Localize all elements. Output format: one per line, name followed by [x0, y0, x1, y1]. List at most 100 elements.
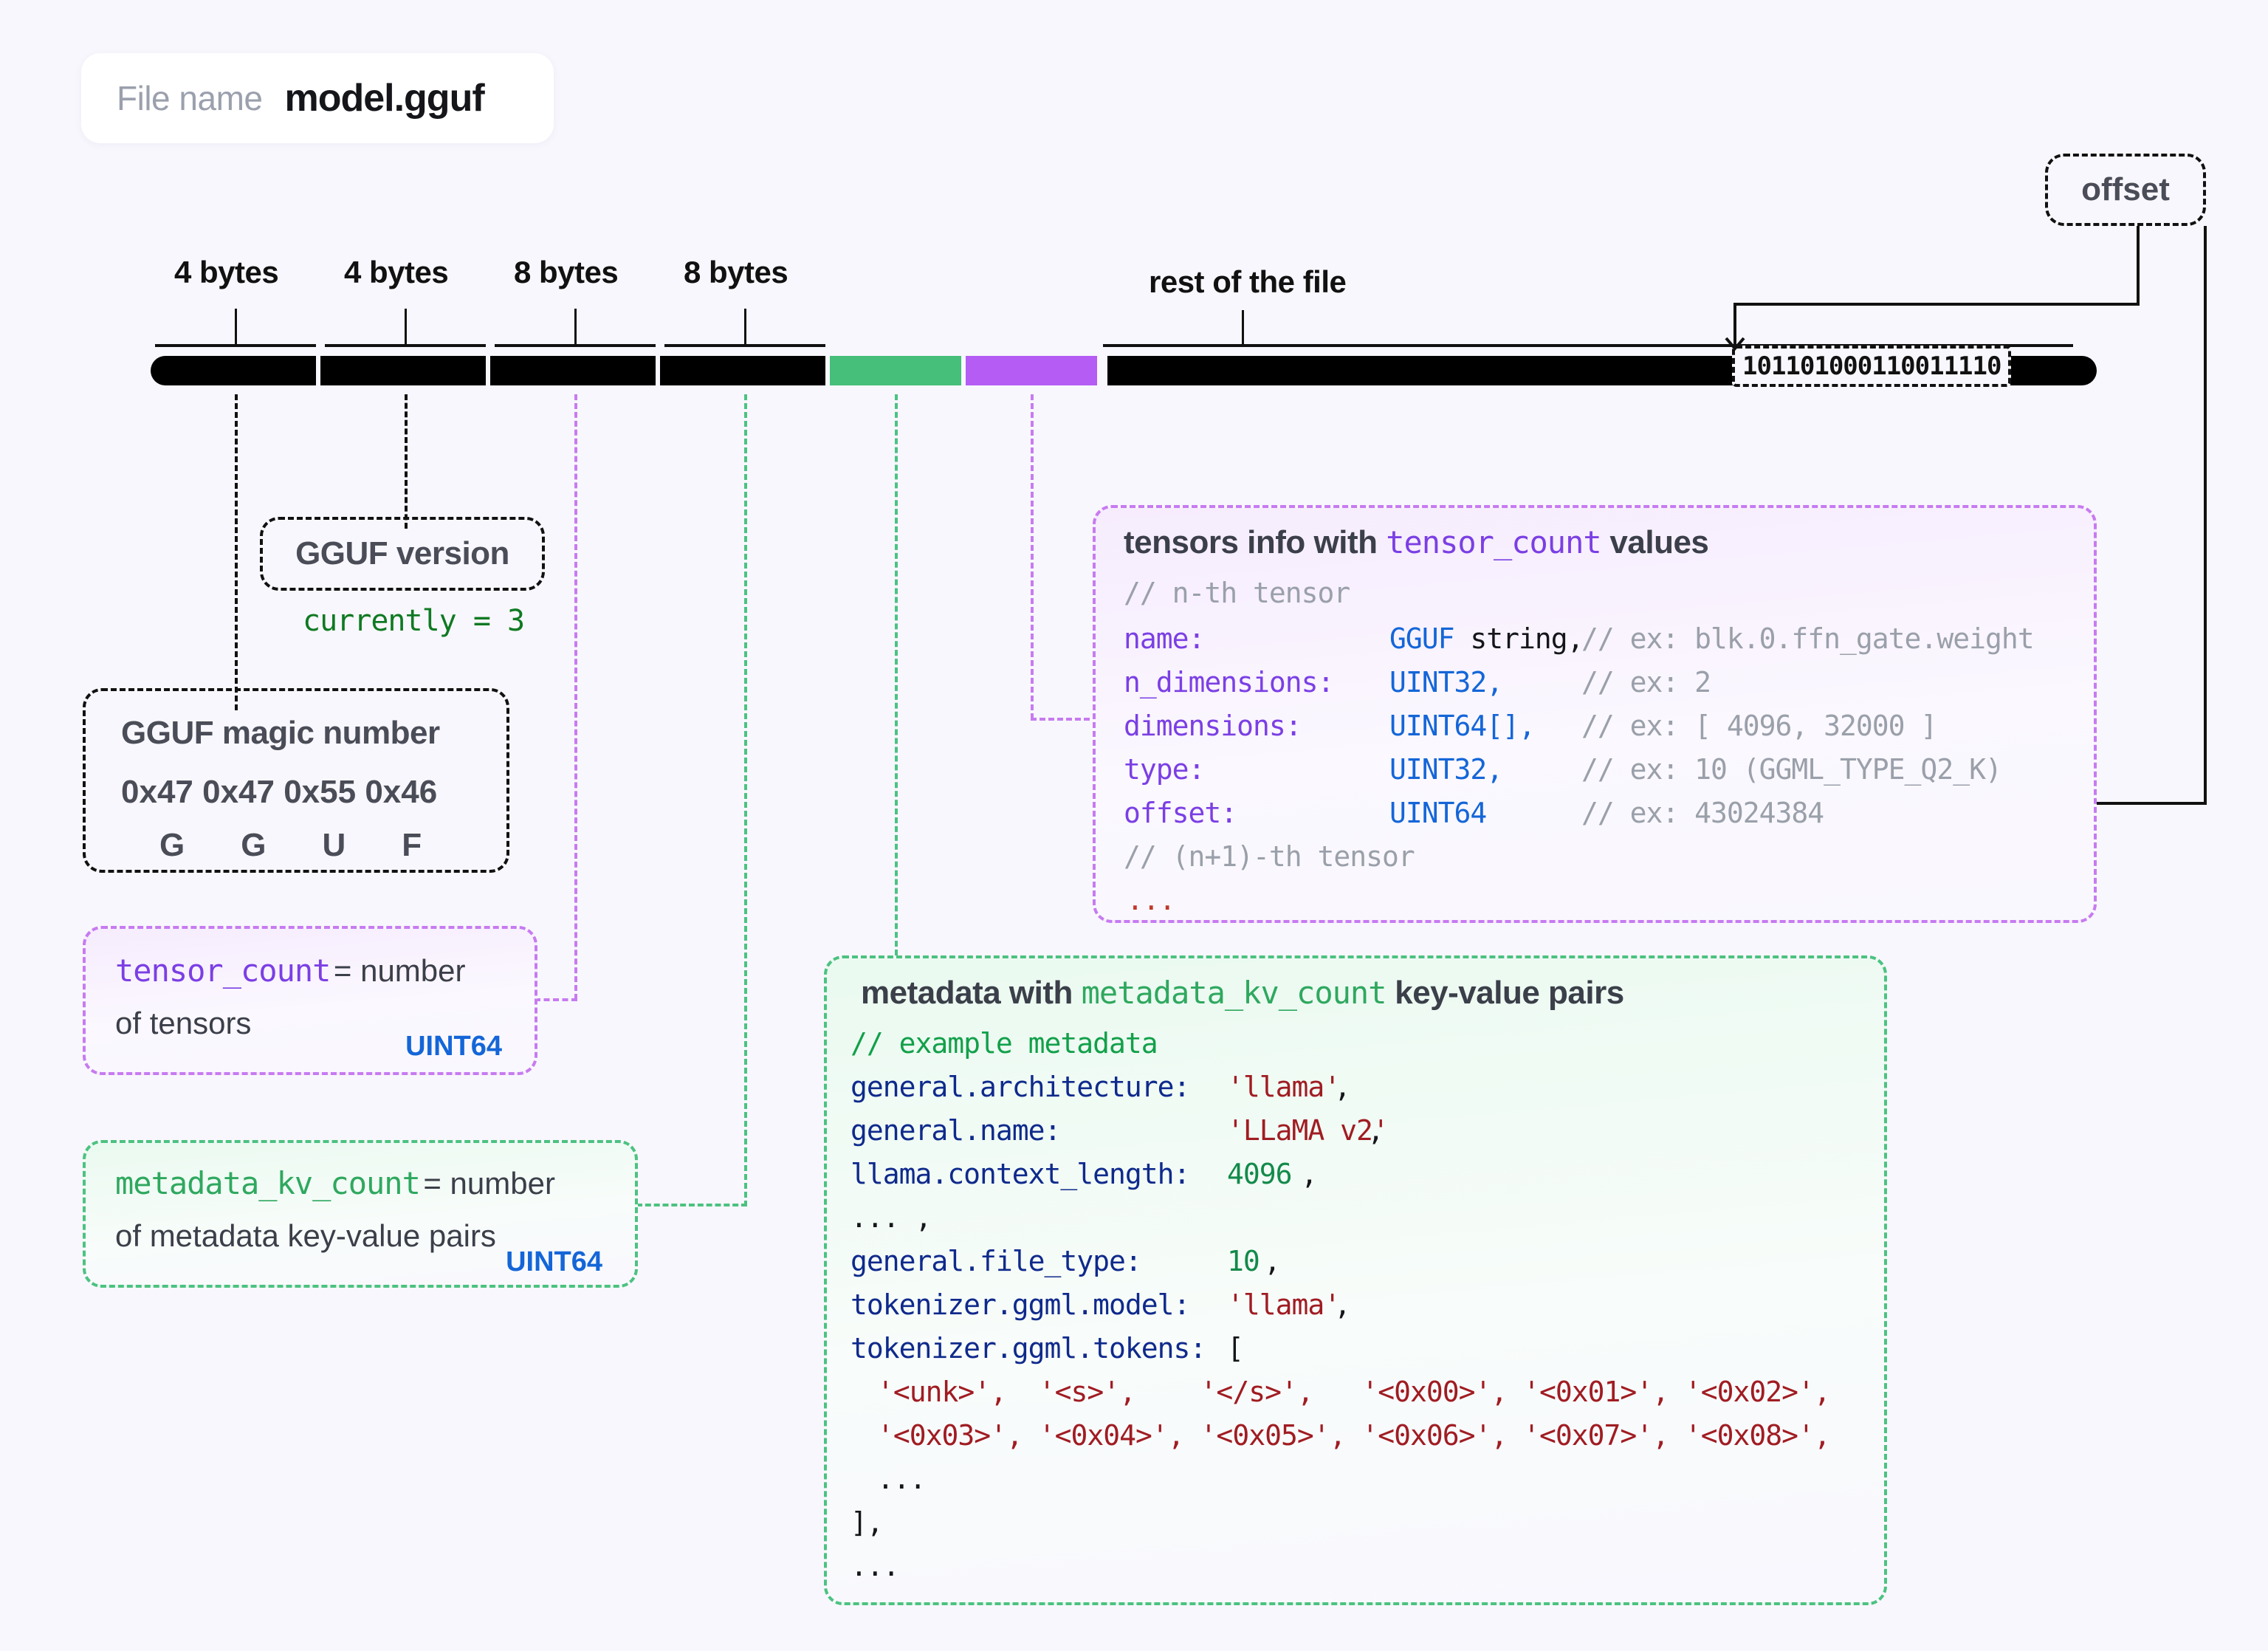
gguf-version-note: currently = 3 — [303, 604, 525, 638]
tensors-row-3-comment: // ex: 10 (GGML_TYPE_Q2_K) — [1581, 753, 2002, 786]
metadata-pair-2-key: llama.context_length: — [850, 1158, 1190, 1190]
bar-segment-magic — [151, 356, 316, 385]
metadata-panel: metadata with metadata_kv_count key-valu… — [824, 955, 1887, 1605]
tensors-row-4-key: offset: — [1124, 797, 1237, 829]
gguf-magic-char-1: G — [241, 827, 267, 863]
tensor-count-eq: = number — [333, 953, 466, 988]
bar-segment-metadata — [830, 356, 961, 385]
metadata-count-line-2: of metadata key-value pairs — [115, 1218, 496, 1253]
gguf-magic-chars: G G U F — [159, 827, 422, 864]
ruler-tick-2 — [574, 309, 577, 346]
bar-segment-version — [320, 356, 486, 385]
metadata-title-code: metadata_kv_count — [1081, 975, 1387, 1011]
tensors-row-0-comment: // ex: blk.0.ffn_gate.weight — [1581, 622, 2035, 655]
tensors-row-2-key: dimensions: — [1124, 710, 1302, 742]
gguf-magic-char-2: U — [322, 827, 346, 863]
ruler-label-0: 4 bytes — [174, 255, 279, 289]
metadata-pair-2-comma: , — [1301, 1158, 1318, 1190]
tensors-ellipsis: ... — [1127, 884, 1176, 916]
gguf-magic-box: GGUF magic number 0x47 0x47 0x55 0x46 G … — [83, 688, 509, 873]
metadata-tail-ellipsis: ... — [850, 1550, 900, 1582]
file-name-pill: File name model.gguf — [81, 53, 554, 143]
ruler-label-2: 8 bytes — [514, 255, 619, 289]
tensors-title-post: values — [1601, 524, 1709, 560]
metadata-pair-1-value: 'LLaMA v2' — [1227, 1114, 1389, 1147]
gguf-magic-title: GGUF magic number — [121, 715, 440, 751]
gguf-version-box: GGUF version — [260, 517, 545, 591]
tensors-comment-top: // n-th tensor — [1124, 577, 1350, 609]
metadata-tokens-row-0: '<unk>', '<s>', '</s>', '<0x00>', '<0x01… — [877, 1376, 1831, 1408]
ruler-tick-1 — [405, 309, 407, 346]
metadata-tokens-close: ], — [850, 1506, 884, 1539]
tensor-count-line-2: of tensors — [115, 1006, 252, 1040]
metadata-pair-3-value: 10 — [1227, 1245, 1260, 1277]
ruler-label-1: 4 bytes — [344, 255, 449, 289]
metadata-pair-4-comma: , — [1334, 1288, 1351, 1321]
metadata-tokens-key: tokenizer.ggml.tokens: — [850, 1332, 1206, 1365]
gguf-magic-char-0: G — [159, 827, 185, 863]
bar-segment-metadata-count — [660, 356, 825, 385]
metadata-pair-2-value: 4096 — [1227, 1158, 1293, 1190]
metadata-gap-ellipsis: ... , — [850, 1201, 932, 1234]
metadata-pair-3-key: general.file_type: — [850, 1245, 1142, 1277]
leader-metacount-v — [744, 394, 747, 1206]
offset-connector-v2 — [1733, 303, 1736, 341]
bar-segment-tensors-info — [966, 356, 1097, 385]
tensors-comment-bottom: // (n+1)-th tensor — [1124, 840, 1415, 873]
tensor-count-line-1: tensor_count = number — [115, 952, 466, 989]
metadata-comment: // example metadata — [850, 1027, 1158, 1060]
tensors-row-1-comment: // ex: 2 — [1581, 666, 1711, 698]
leader-tensorcount-h — [535, 998, 577, 1001]
metadata-pair-0-key: general.architecture: — [850, 1071, 1190, 1103]
metadata-pair-1-key: general.name: — [850, 1114, 1061, 1147]
tensors-row-4-type: UINT64 — [1389, 797, 1487, 829]
ruler-line-0 — [155, 344, 316, 347]
tensor-count-type: UINT64 — [405, 1031, 502, 1062]
metadata-pair-1-comma: , — [1367, 1114, 1384, 1147]
bar-segment-tensor-count — [490, 356, 656, 385]
ruler-line-3 — [664, 344, 825, 347]
tensors-row-0-key: name: — [1124, 622, 1205, 655]
metadata-tokens-open: [ — [1227, 1332, 1244, 1365]
file-name-value: model.gguf — [284, 77, 484, 120]
metadata-count-type: UINT64 — [506, 1246, 602, 1277]
tensors-row-2-type: UINT64[], — [1389, 710, 1536, 742]
ruler-line-rest — [1103, 344, 2073, 347]
offset-connector-h1 — [1733, 303, 2140, 306]
tensors-info-panel: tensors info with tensor_count values //… — [1093, 505, 2097, 923]
leader-tensors-panel-v — [1031, 394, 1034, 719]
tensors-row-3-type: UINT32, — [1389, 753, 1503, 786]
gguf-magic-hex: 0x47 0x47 0x55 0x46 — [121, 774, 438, 810]
metadata-pair-3-comma: , — [1264, 1245, 1281, 1277]
tensors-title-code: tensor_count — [1386, 524, 1601, 560]
file-name-label: File name — [117, 79, 263, 117]
tensors-panel-title: tensors info with tensor_count values — [1124, 524, 1709, 561]
metadata-pair-4-key: tokenizer.ggml.model: — [850, 1288, 1190, 1321]
offset-arrow-down-icon — [1725, 325, 1745, 351]
offset-connector-v1 — [2137, 226, 2140, 304]
metadata-pair-0-value: 'llama' — [1227, 1071, 1341, 1103]
leader-magic-v — [235, 394, 238, 710]
ruler-label-rest: rest of the file — [1149, 264, 1347, 299]
metadata-title-pre: metadata with — [861, 975, 1082, 1011]
tensors-row-4-comment: // ex: 43024384 — [1581, 797, 1824, 829]
metadata-pair-4-value: 'llama' — [1227, 1288, 1341, 1321]
leader-tensorcount-v — [574, 394, 577, 1000]
metadata-pair-0-comma: , — [1334, 1071, 1351, 1103]
tensors-row-1-key: n_dimensions: — [1124, 666, 1334, 698]
ruler-line-1 — [325, 344, 486, 347]
metadata-count-eq: = number — [423, 1166, 555, 1201]
metadata-count-box: metadata_kv_count = number of metadata k… — [83, 1140, 638, 1288]
offset-callout-label: offset — [2081, 171, 2170, 207]
tensors-row-2-comment: // ex: [ 4096, 32000 ] — [1581, 710, 1937, 742]
ruler-tick-0 — [235, 309, 237, 346]
tensor-count-box: tensor_count = number of tensors UINT64 — [83, 926, 537, 1075]
offset-connector-v3 — [2204, 226, 2207, 805]
tensor-count-name: tensor_count — [115, 952, 331, 989]
leader-metadata-panel-v — [895, 394, 898, 955]
tensors-title-pre: tensors info with — [1124, 524, 1386, 560]
ruler-tick-3 — [744, 309, 746, 346]
metadata-tokens-row-1: '<0x03>', '<0x04>', '<0x05>', '<0x06>', … — [877, 1419, 1831, 1452]
tensors-row-0-type: GGUF string, — [1389, 622, 1584, 655]
tensors-row-3-key: type: — [1124, 753, 1205, 786]
